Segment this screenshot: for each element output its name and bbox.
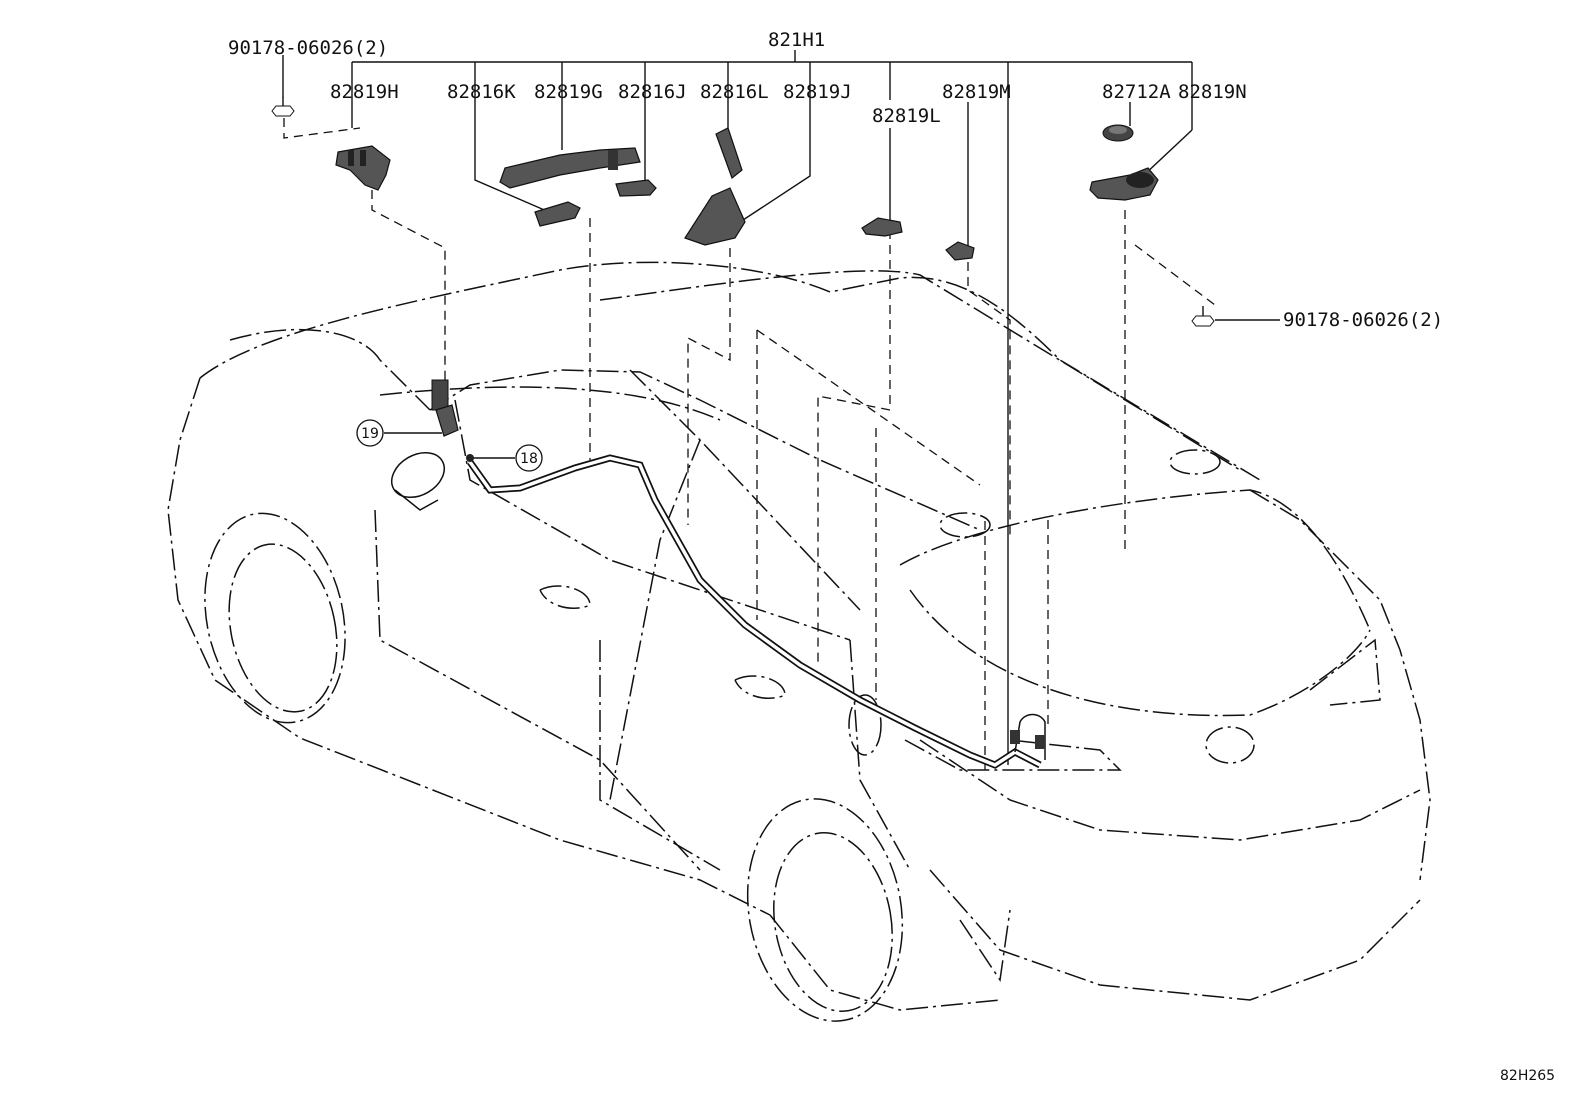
bracket-82819H-icon xyxy=(335,145,391,191)
label-82819H: 82819H xyxy=(330,81,399,103)
label-82819L: 82819L xyxy=(872,105,941,127)
clamp-82816K-icon xyxy=(534,201,581,227)
retainer-19-icon xyxy=(431,379,459,437)
clip-bolt-right-icon xyxy=(1191,306,1215,327)
ref-18-text: 18 xyxy=(520,451,538,467)
part-labels: 821H1 90178-06026(2) 82819H 82816K 82819… xyxy=(228,29,1555,1084)
strip-82816L-icon xyxy=(715,127,743,179)
ref-18-marker: 18 xyxy=(515,444,543,472)
label-82819N: 82819N xyxy=(1178,81,1247,103)
label-821H1: 821H1 xyxy=(768,29,825,51)
vehicle-outline xyxy=(167,261,1431,1022)
ref-19-marker: 19 xyxy=(356,419,384,447)
label-82712A: 82712A xyxy=(1102,81,1171,103)
label-82819M: 82819M xyxy=(942,81,1011,103)
label-82816K: 82816K xyxy=(447,81,516,103)
label-82816J: 82816J xyxy=(618,81,687,103)
retainer-18-icon xyxy=(466,454,474,462)
installation-paths xyxy=(283,118,1216,770)
cover-82819G-icon xyxy=(499,147,641,189)
ref-19-text: 19 xyxy=(361,426,379,442)
label-82816L: 82816L xyxy=(700,81,769,103)
clip-bolt-left-icon xyxy=(271,97,295,117)
clip-82819M-icon xyxy=(945,241,975,261)
label-82819J: 82819J xyxy=(783,81,852,103)
label-clip-right: 90178-06026(2) xyxy=(1283,309,1443,331)
clamp-82816J-icon xyxy=(615,179,657,197)
label-82819G: 82819G xyxy=(534,81,603,103)
grommet-82712A-icon xyxy=(1102,124,1134,142)
bracket-82819J-icon xyxy=(684,187,746,246)
label-clip-left: 90178-06026(2) xyxy=(228,37,388,59)
bracket-82819N-icon xyxy=(1089,167,1159,201)
drawing-code: 82H265 xyxy=(1500,1068,1555,1084)
clip-82819L-icon xyxy=(861,217,903,237)
reference-markers: 19 18 xyxy=(356,419,543,472)
components xyxy=(271,97,1215,462)
wire-harness xyxy=(391,451,1046,769)
